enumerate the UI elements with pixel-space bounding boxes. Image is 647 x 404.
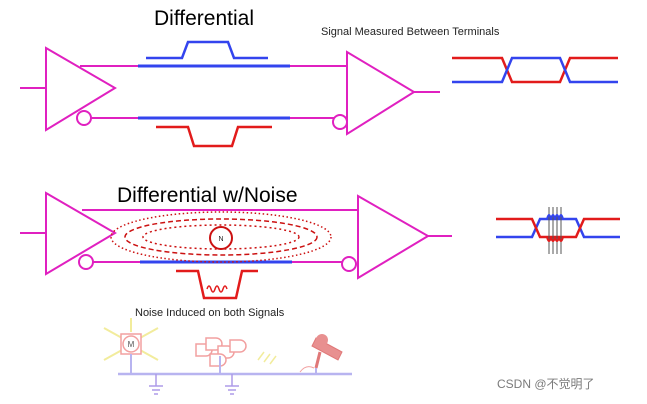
bottom-eye-red-noise xyxy=(546,236,564,242)
noise-sources-illustration: M xyxy=(103,318,352,395)
bottom-induced-noise-squiggle xyxy=(206,285,228,293)
noise-source-label: N xyxy=(218,236,223,243)
ground-symbol-right xyxy=(225,374,239,395)
noise-source-circle xyxy=(209,226,233,250)
bottom-eye-noise-ticks xyxy=(548,207,562,254)
bottom-title: Differential w/Noise xyxy=(117,184,298,207)
bottom-receiver-invert-bubble xyxy=(341,256,357,272)
top-receiver-invert-bubble xyxy=(332,114,348,130)
top-eye-blue-trace xyxy=(452,56,618,84)
bottom-driver-triangle xyxy=(45,191,117,276)
noise-ring-outer xyxy=(110,211,332,263)
top-eye-red-trace xyxy=(452,56,618,84)
power-tool-handle xyxy=(314,351,322,369)
power-tool-cord xyxy=(299,366,315,373)
motor-circle xyxy=(122,335,140,353)
top-driver-invert-bubble xyxy=(76,110,92,126)
bottom-section: Differential w/Noise N xyxy=(20,184,620,395)
motor-spark-rays xyxy=(103,318,159,361)
motor-icon: M xyxy=(103,318,159,374)
bottom-eye-red-trace xyxy=(496,217,620,239)
top-eye-waveform xyxy=(452,56,618,84)
bottom-eye-blue-noise xyxy=(546,214,564,220)
bottom-receiver-triangle xyxy=(357,194,430,280)
bottom-caption: Noise Induced on both Signals xyxy=(135,307,285,319)
top-section: Differential Signal Measured Between Ter… xyxy=(20,7,618,148)
top-title: Differential xyxy=(154,7,254,30)
motor-label: M xyxy=(128,340,135,349)
noise-source: N xyxy=(209,226,233,250)
bottom-eye-waveform xyxy=(496,207,620,254)
relay-gates-icon xyxy=(195,337,247,367)
bottom-driver-invert-bubble xyxy=(78,254,94,270)
spark-marks xyxy=(257,351,277,365)
top-negative-pulse xyxy=(156,125,272,148)
ground-symbol-left xyxy=(149,374,163,395)
noise-ring-middle xyxy=(124,218,318,256)
top-receiver-triangle xyxy=(346,50,416,136)
top-positive-pulse xyxy=(146,40,268,60)
watermark: CSDN @不觉明了 xyxy=(497,377,595,391)
bottom-eye-blue-trace xyxy=(496,217,620,239)
power-tool-icon xyxy=(299,334,343,373)
top-caption: Signal Measured Between Terminals xyxy=(321,26,500,38)
top-driver-triangle xyxy=(45,46,117,132)
bottom-negative-pulse xyxy=(176,269,258,300)
power-tool-head xyxy=(316,334,328,346)
